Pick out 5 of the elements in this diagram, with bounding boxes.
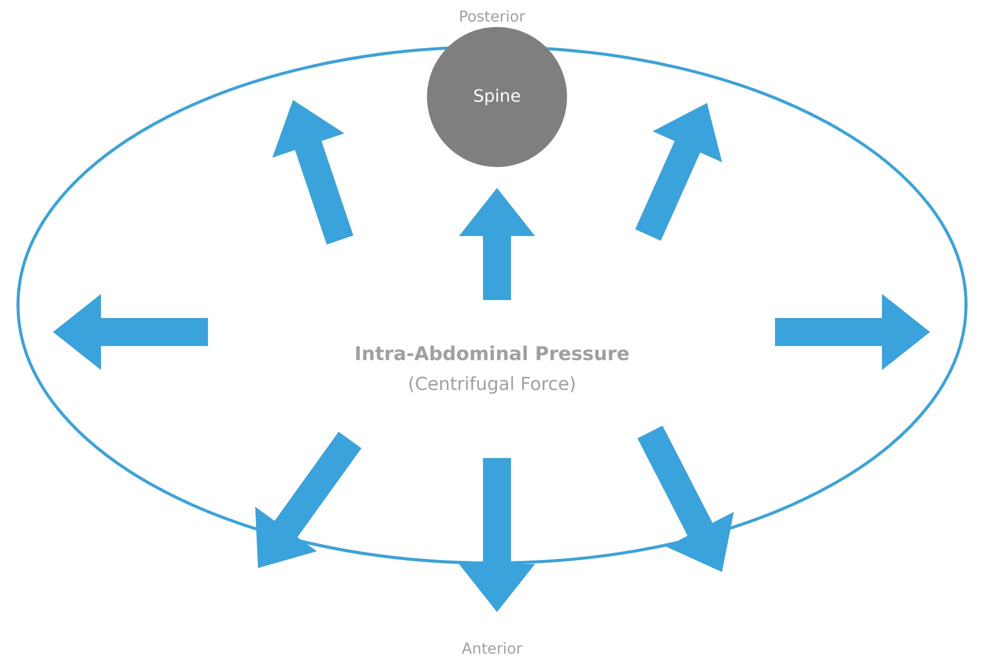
abdomen-ellipse bbox=[16, 46, 968, 564]
direction-label: Anterior bbox=[462, 642, 522, 654]
direction-label: Posterior bbox=[460, 10, 526, 22]
force-label: (Centrifugal Force) bbox=[409, 376, 575, 394]
pressure-label: Intra-Abdominal Pressure bbox=[356, 346, 629, 360]
